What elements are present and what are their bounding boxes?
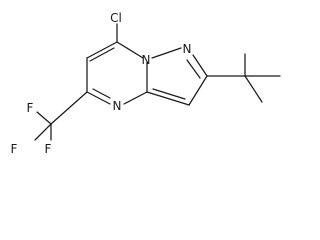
atom-labels: Cl N N N F F F (11, 11, 192, 156)
bond-c7-c6-double (89, 47, 115, 62)
bond-n2-c2 (192, 54, 208, 77)
bond-n2-c2-double (186, 59, 201, 79)
bonds (34, 23, 281, 141)
bond-n1-n2 (151, 47, 182, 59)
atom-label-n4: N (113, 99, 122, 113)
atom-label-n2: N (183, 42, 192, 56)
bond-c7-c6 (86, 41, 118, 59)
atom-label-f1: F (27, 101, 34, 115)
bond-c5-n4 (86, 91, 111, 105)
bond-c5-cf3 (50, 91, 88, 125)
bond-c3-c3a (146, 91, 190, 106)
bond-cq-me3 (244, 75, 263, 103)
bond-cf3-f2 (34, 123, 52, 141)
atom-label-f3: F (45, 142, 52, 156)
bond-cf3-f1 (36, 111, 52, 125)
molecule-structure: Cl N N N F F F (11, 11, 281, 156)
atom-label-f2: F (11, 142, 18, 156)
bond-c7-n1 (116, 41, 144, 59)
bond-n4-c3a (123, 91, 148, 105)
atom-label-n1: N (142, 53, 151, 67)
bond-c5-n4-double (92, 88, 111, 99)
bond-c2-c3 (188, 75, 208, 106)
atom-label-cl: Cl (110, 11, 122, 25)
bond-c3-c3a-double (152, 88, 186, 100)
